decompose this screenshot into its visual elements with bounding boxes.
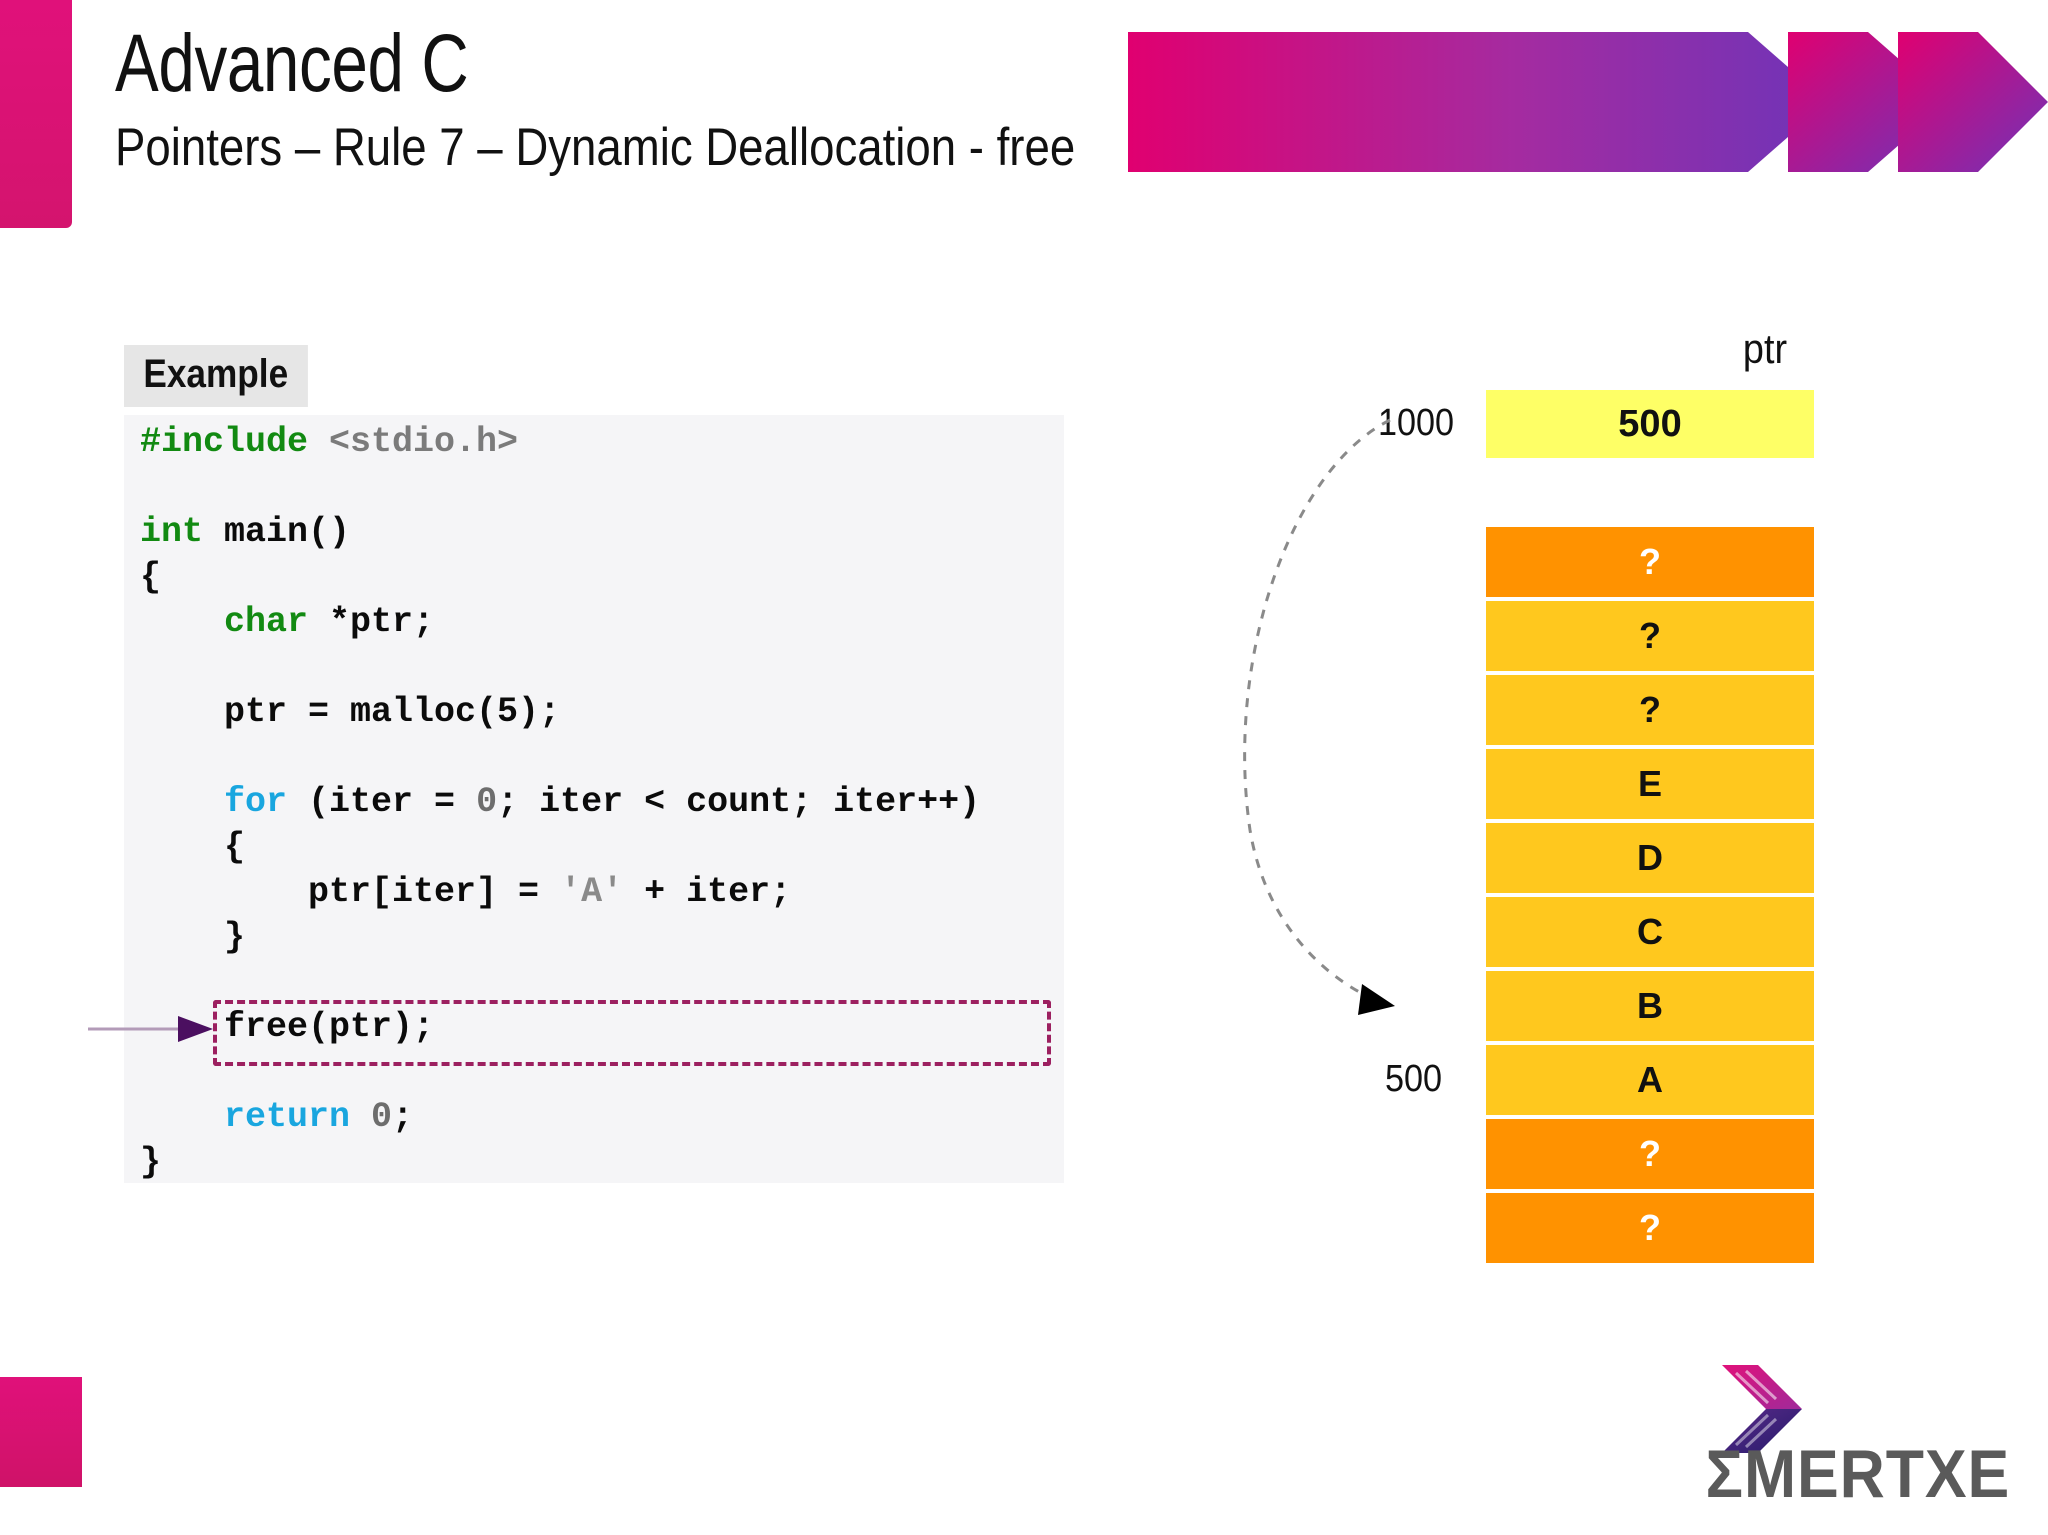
code-line: int main() <box>140 510 1080 555</box>
code-token: { <box>140 827 246 867</box>
header-accent-tab <box>0 0 72 228</box>
code-line: ptr[iter] = 'A' + iter; <box>140 870 1080 915</box>
heap-cell: ? <box>1486 1119 1814 1189</box>
code-token: 'A' <box>560 872 624 912</box>
code-line <box>140 465 1080 510</box>
emertxe-wordmark: ΣMERTXE <box>1705 1435 2010 1513</box>
code-token: <stdio.h> <box>329 422 519 462</box>
pointer-to-heap-arrow-icon <box>1243 418 1395 1015</box>
code-line: ptr = malloc(5); <box>140 690 1080 735</box>
highlight-free-line <box>213 1000 1051 1066</box>
code-line: { <box>140 825 1080 870</box>
code-token: ptr[iter] = <box>140 872 561 912</box>
code-line: } <box>140 915 1080 960</box>
heap-cell: ? <box>1486 601 1814 671</box>
pointer-value-box: 500 <box>1486 390 1814 458</box>
code-token: } <box>140 1142 162 1182</box>
header-chevron-banner <box>1128 32 2048 172</box>
code-line: return 0; <box>140 1095 1080 1140</box>
heap-cell: C <box>1486 897 1814 967</box>
code-line: } <box>140 1140 1080 1185</box>
code-line <box>140 960 1080 1005</box>
code-token: *ptr; <box>329 602 435 642</box>
page-title: Advanced C <box>115 18 469 109</box>
code-token: for <box>140 782 288 822</box>
code-line <box>140 645 1080 690</box>
code-token: + iter; <box>623 872 792 912</box>
heap-cell: B <box>1486 971 1814 1041</box>
heap-address-label: 500 <box>1385 1058 1443 1100</box>
code-token: #include <box>140 422 330 462</box>
page-subtitle: Pointers – Rule 7 – Dynamic Deallocation… <box>115 118 1076 177</box>
footer-accent-tab <box>0 1377 82 1487</box>
heap-cell: ? <box>1486 527 1814 597</box>
code-token: main() <box>224 512 351 552</box>
code-line: char *ptr; <box>140 600 1080 645</box>
callout-arrow-icon <box>88 1016 213 1042</box>
code-line: { <box>140 555 1080 600</box>
code-token: { <box>140 557 162 597</box>
code-token: } <box>140 917 246 957</box>
code-token: char <box>140 602 330 642</box>
code-block-background <box>124 415 1064 1183</box>
code-token: 0 <box>371 1097 393 1137</box>
code-line <box>140 1050 1080 1095</box>
heap-cell: D <box>1486 823 1814 893</box>
code-token: ; iter < count; iter++) <box>497 782 981 822</box>
code-line: #include <stdio.h> <box>140 420 1080 465</box>
code-token: ; <box>392 1097 414 1137</box>
code-line: free(ptr); <box>140 1005 1080 1050</box>
code-token: (iter = <box>287 782 477 822</box>
code-token: 0 <box>476 782 498 822</box>
code-token: free(ptr); <box>140 1007 435 1047</box>
code-token: return <box>140 1097 372 1137</box>
example-label: Example <box>124 345 308 407</box>
emertxe-logo-mark-icon <box>1722 1365 1802 1453</box>
code-token: int <box>140 512 225 552</box>
logo-text: MERTXE <box>1743 1436 2010 1512</box>
code-block: #include <stdio.h>int main(){ char *ptr;… <box>140 420 1080 1185</box>
code-token: ptr = malloc(5); <box>140 692 561 732</box>
code-line <box>140 735 1080 780</box>
pointer-variable-label: ptr <box>1742 325 1788 372</box>
heap-cell: ? <box>1486 675 1814 745</box>
heap-cell: A <box>1486 1045 1814 1115</box>
logo-sigma: Σ <box>1705 1436 1744 1512</box>
code-line: for (iter = 0; iter < count; iter++) <box>140 780 1080 825</box>
title-block: Advanced C Pointers – Rule 7 – Dynamic D… <box>115 18 1415 180</box>
pointer-address-label: 1000 <box>1378 402 1455 444</box>
heap-cell: E <box>1486 749 1814 819</box>
heap-cell: ? <box>1486 1193 1814 1263</box>
